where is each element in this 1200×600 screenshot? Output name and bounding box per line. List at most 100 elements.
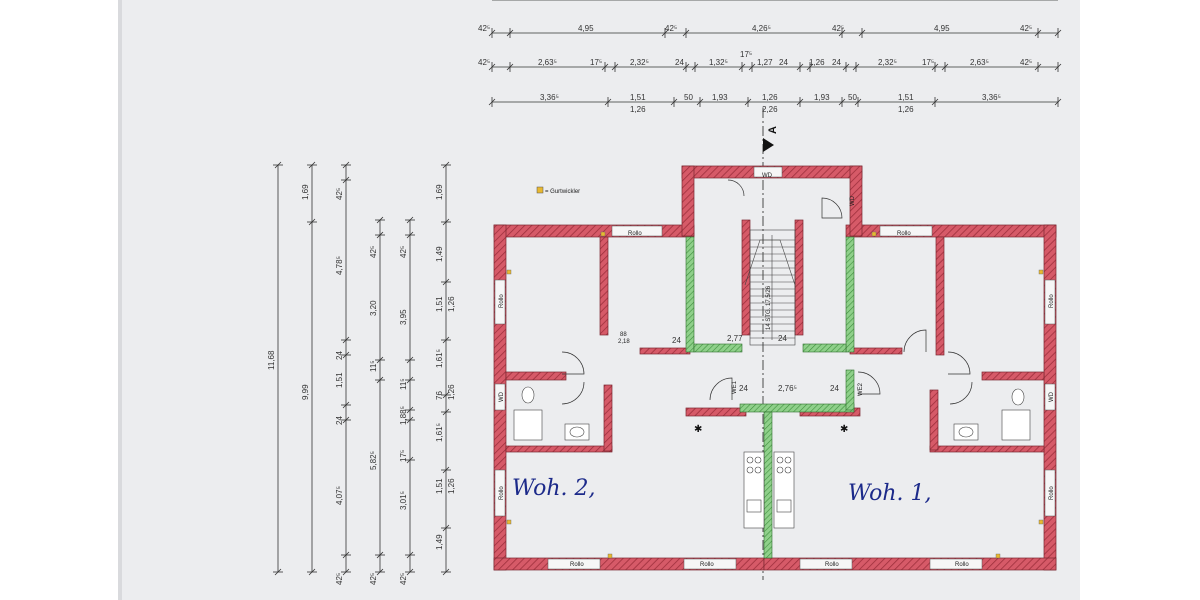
- dimension-tick: [342, 176, 350, 184]
- dimension-row-2: [488, 62, 1062, 72]
- background-margin: [1080, 0, 1200, 600]
- unit-label-right: Woh. 1,: [848, 481, 932, 506]
- dimension-tick: [931, 63, 939, 71]
- dimension-tick: [488, 63, 496, 71]
- dim-label: 1,69: [301, 184, 310, 200]
- rollo-label: Rollo: [897, 231, 911, 237]
- rollo-label: Rollo: [1049, 294, 1055, 308]
- chimney-symbols: ✱ ✱: [694, 424, 848, 435]
- dimension-tick: [274, 568, 282, 576]
- asterisk-icon: ✱: [840, 424, 848, 435]
- section-label: A: [767, 126, 779, 134]
- dimension-tick: [406, 416, 414, 424]
- dimension-tick: [406, 231, 414, 239]
- dimension-tick: [682, 63, 690, 71]
- dimension-tick: [342, 336, 350, 344]
- inner-walls-green: [685, 236, 855, 559]
- stair-label: 14 STG. 17,5/26: [766, 285, 772, 330]
- dim-label: 1,51: [898, 93, 914, 102]
- dimension-tick: [604, 98, 612, 106]
- dim-label: 1,49: [435, 534, 444, 550]
- dimension-tick: [308, 568, 316, 576]
- dim-label: 1,61⁵: [435, 349, 444, 368]
- dim-label: 42⁵: [335, 573, 344, 585]
- dimension-tick: [506, 29, 514, 37]
- dim-label: 42⁵: [478, 58, 490, 67]
- dimension-tick: [838, 29, 846, 37]
- dimension-tick: [748, 63, 756, 71]
- dim-label: 4,07⁵: [335, 486, 344, 505]
- dimension-tick: [442, 524, 450, 532]
- dim-label: 1,51: [630, 93, 646, 102]
- dimension-tick: [376, 356, 384, 364]
- dim-label: 1,88⁵: [399, 406, 408, 425]
- dimension-tick: [806, 63, 814, 71]
- dim-label: 2,63⁵: [970, 58, 989, 67]
- dimension-tick: [1034, 29, 1042, 37]
- asterisk-icon: ✱: [694, 424, 702, 435]
- dimension-tick: [738, 63, 746, 71]
- dimension-tick: [342, 568, 350, 576]
- dim-label: 42⁵: [478, 24, 490, 33]
- dim-label: 1,26: [809, 58, 825, 67]
- dimension-tick: [670, 98, 678, 106]
- legend-square-icon: [536, 186, 544, 194]
- dimension-tick: [1054, 63, 1062, 71]
- rollo-label: Rollo: [1049, 486, 1055, 500]
- dimension-row-3-labels: 3,36⁵ 1,51 1,26 50 1,93 1,26 2,26 1,93 5…: [540, 93, 1001, 114]
- dimension-columns: [273, 161, 451, 576]
- we2-label: WE2: [858, 382, 864, 396]
- wd-label: WD: [850, 195, 856, 206]
- dimension-tick: [1054, 98, 1062, 106]
- rollo-label: Rollo: [700, 562, 714, 568]
- dimension-tick: [442, 336, 450, 344]
- dimension-tick: [406, 376, 414, 384]
- dimension-tick: [308, 161, 316, 169]
- dimension-tick: [406, 216, 414, 224]
- dim-label: 76: [435, 391, 444, 400]
- dimension-tick: [442, 161, 450, 169]
- dim-label: 1,51: [435, 296, 444, 312]
- dimension-row-1-labels: 42⁵ 4,95 42⁵ 4,26⁵ 42⁵ 4,95 42⁵: [478, 24, 1032, 33]
- dimension-tick: [854, 98, 862, 106]
- dimension-tick: [376, 551, 384, 559]
- dim-label: 24: [335, 351, 344, 360]
- dim-label: 24: [832, 58, 841, 67]
- dimension-tick: [442, 568, 450, 576]
- dimension-tick: [852, 63, 860, 71]
- dim-label: 1,93: [712, 93, 728, 102]
- dimension-tick: [661, 29, 669, 37]
- dim-label: 42⁵: [399, 573, 408, 585]
- inner-dim: 24: [672, 336, 681, 345]
- dimension-tick: [442, 391, 450, 399]
- dimension-tick: [308, 218, 316, 226]
- dimension-tick: [691, 63, 699, 71]
- dim-label: 42⁵: [1020, 58, 1032, 67]
- dimension-tick: [506, 63, 514, 71]
- legend-text: = Gurtwickler: [545, 189, 580, 195]
- dimension-tick: [406, 456, 414, 464]
- gurtwickler-markers: [506, 231, 1044, 559]
- dim-label: 1,26: [447, 296, 456, 312]
- dim-label: 42⁵: [399, 246, 408, 258]
- inner-dim: 2,77: [727, 334, 743, 343]
- wd-label: WD: [499, 391, 505, 402]
- dimension-tick: [442, 408, 450, 416]
- dimension-tick: [611, 63, 619, 71]
- dimension-tick: [406, 551, 414, 559]
- dim-label: 1,26: [630, 105, 646, 114]
- dim-label: 2,26: [762, 105, 778, 114]
- windows: [494, 166, 1056, 570]
- dimension-tick: [488, 29, 496, 37]
- dimension-tick: [601, 63, 609, 71]
- dimension-tick: [842, 63, 850, 71]
- dim-label: 1,26: [762, 93, 778, 102]
- wd-label: WD: [1049, 391, 1055, 402]
- dimension-row-3: [488, 97, 1062, 107]
- door-dim: 2,18: [618, 339, 630, 345]
- dimension-tick: [838, 98, 846, 106]
- dimension-tick: [342, 161, 350, 169]
- rollo-label: Rollo: [570, 562, 584, 568]
- inner-dim: 24: [778, 334, 787, 343]
